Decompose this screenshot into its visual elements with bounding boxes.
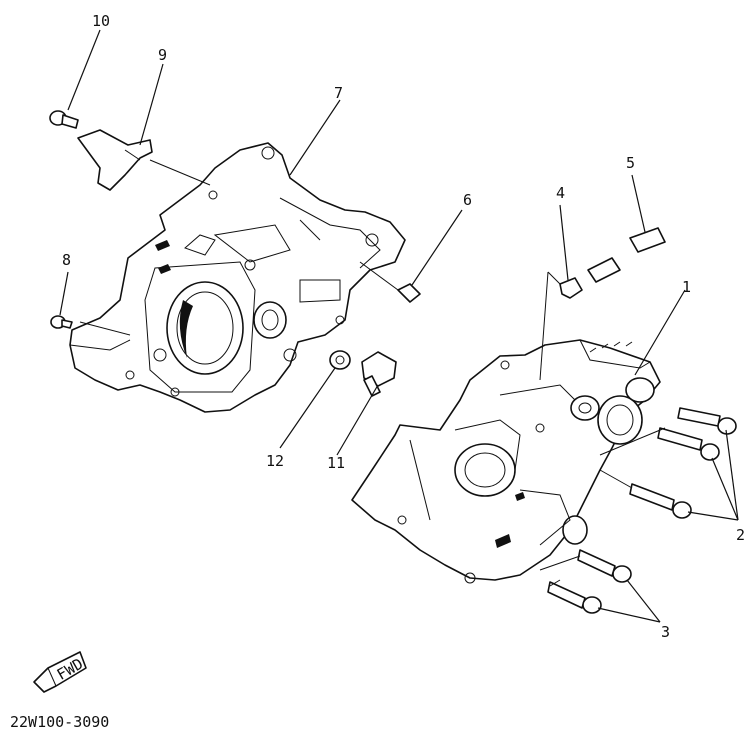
callout-4: 4 (556, 184, 565, 202)
callout-12: 12 (266, 452, 284, 470)
leader-lines (59, 29, 739, 623)
callout-9: 9 (158, 46, 167, 64)
washer-part-12 (329, 350, 351, 370)
drawing-code: 22W100-3090 (10, 713, 109, 731)
plug-part-11 (361, 351, 397, 397)
callout-labels: 10 9 7 8 6 4 5 1 12 11 2 3 (62, 12, 745, 641)
bolts-part-3 (547, 549, 632, 614)
right-crankcase (351, 339, 661, 584)
callout-3: 3 (661, 623, 670, 641)
callout-2: 2 (736, 526, 745, 544)
bolt-part-10 (49, 110, 79, 129)
callout-5: 5 (626, 154, 635, 172)
bolt-part-8 (50, 315, 73, 329)
callout-10: 10 (92, 12, 110, 30)
bolts-part-2 (629, 407, 737, 519)
left-crankcase (69, 142, 406, 413)
hose-part-5 (587, 227, 666, 283)
callout-7: 7 (334, 84, 343, 102)
callout-6: 6 (463, 191, 472, 209)
bracket-part-9 (77, 129, 153, 191)
callout-8: 8 (62, 251, 71, 269)
dowel-part-6 (397, 283, 421, 303)
fitting-part-4 (559, 277, 583, 299)
fwd-arrow-badge: FWD (33, 651, 87, 693)
callout-11: 11 (327, 454, 345, 472)
callout-1: 1 (682, 278, 691, 296)
